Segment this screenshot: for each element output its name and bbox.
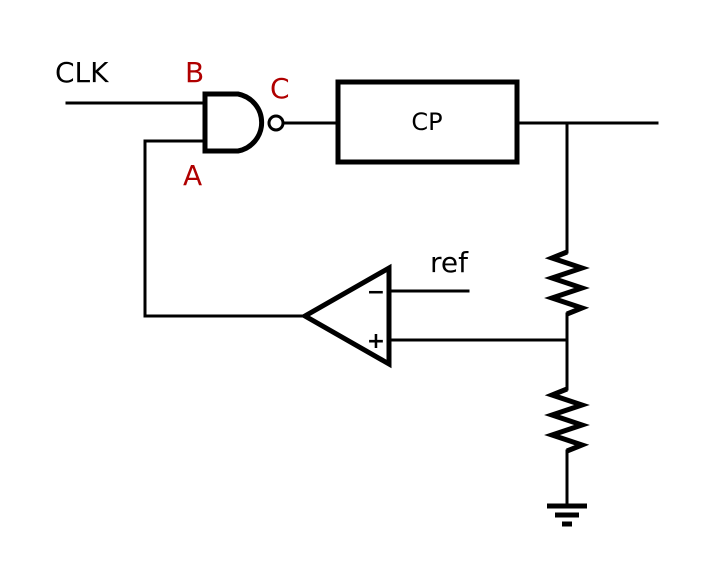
ref-label: ref (430, 246, 469, 279)
comparator-body (299, 263, 392, 369)
node-c-label: C (270, 72, 290, 105)
plus-sign: + (367, 329, 385, 354)
nand-gate-body (202, 91, 265, 154)
resistor-top (544, 249, 590, 317)
ground-icon (547, 503, 587, 527)
resistor-bottom (544, 386, 590, 454)
minus-sign: − (367, 280, 385, 305)
feedback-wire (143, 139, 307, 318)
node-a-label: A (183, 159, 202, 192)
cp-label: CP (411, 108, 442, 136)
node-b-label: B (185, 56, 204, 89)
clk-label: CLK (55, 56, 109, 89)
nand-inversion-bubble (267, 114, 285, 132)
